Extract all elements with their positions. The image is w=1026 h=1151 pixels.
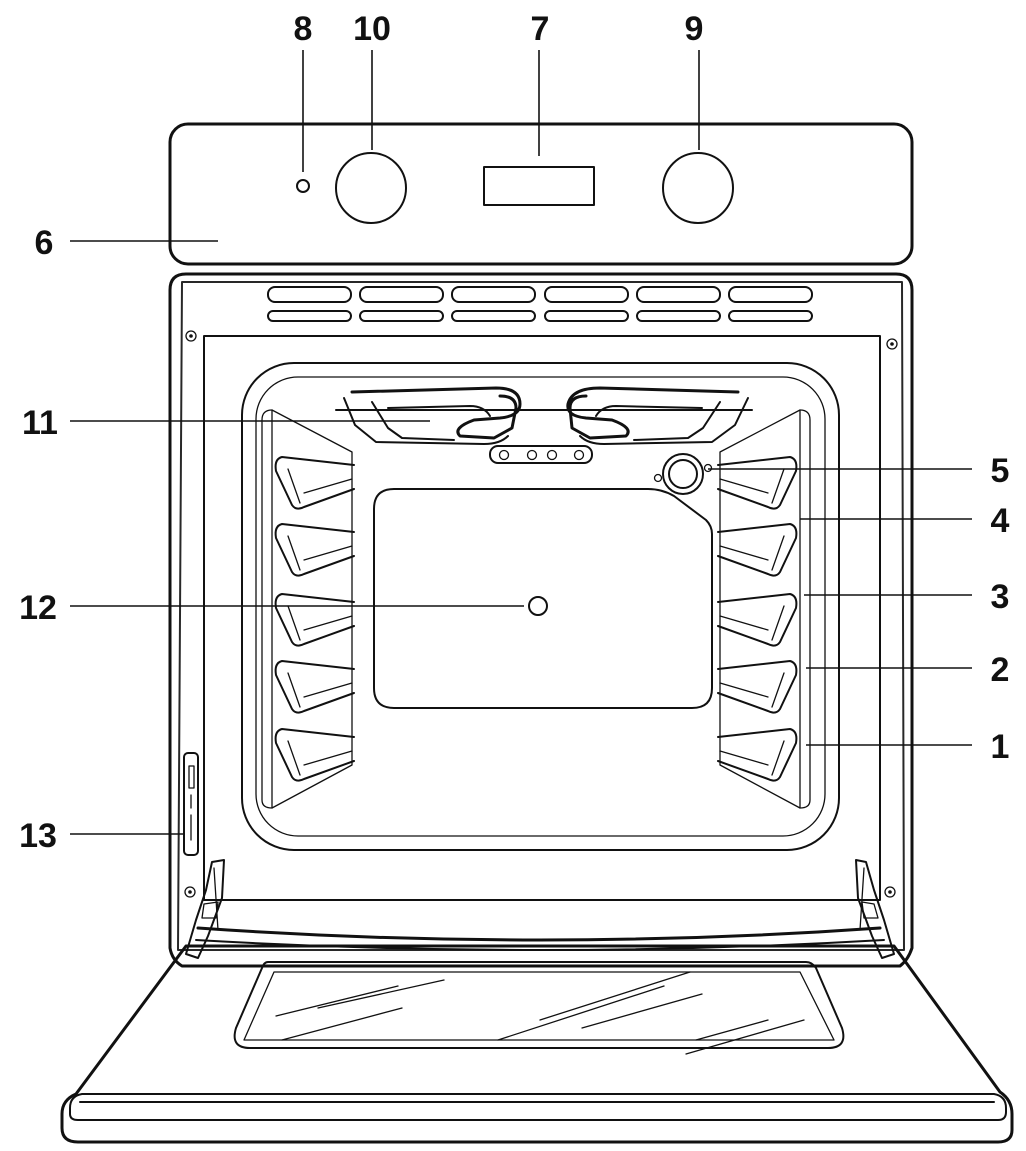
vent-slot xyxy=(728,310,813,322)
door-switch xyxy=(183,752,199,856)
shelf-guide-right xyxy=(717,660,798,714)
shelf-guide-detail xyxy=(287,740,353,776)
frame-screws xyxy=(184,330,898,898)
vent-slot xyxy=(267,310,352,322)
shelf-guide-detail xyxy=(287,535,353,571)
shelf-guide-left xyxy=(274,456,355,510)
display-window xyxy=(483,166,595,206)
vent-slot xyxy=(359,310,444,322)
control-panel xyxy=(168,122,914,266)
left-knob xyxy=(335,152,407,224)
callout-6: 6 xyxy=(35,224,54,262)
oven-lamp xyxy=(653,453,713,495)
vent-slot xyxy=(544,310,629,322)
shelf-guide-right xyxy=(717,728,798,782)
vent-slot xyxy=(636,310,721,322)
oven-body xyxy=(168,272,914,968)
fan-cover-center xyxy=(528,596,548,616)
callout-4: 4 xyxy=(991,502,1010,540)
shelf-guide-left xyxy=(274,593,355,647)
shelf-guide-detail xyxy=(287,672,353,708)
shelf-guide-right xyxy=(717,593,798,647)
right-shelf-guides xyxy=(717,456,798,782)
callout-13: 13 xyxy=(19,817,57,855)
shelf-guide-right xyxy=(717,523,798,577)
shelf-guide-left xyxy=(274,728,355,782)
shelf-guide-left xyxy=(274,523,355,577)
vent-slot xyxy=(728,286,813,303)
door-hinges xyxy=(185,859,895,959)
right-knob xyxy=(662,152,734,224)
left-shelf-guides xyxy=(274,456,355,782)
callout-7: 7 xyxy=(531,10,550,48)
callout-5: 5 xyxy=(991,452,1010,490)
shelf-guide-detail xyxy=(719,468,785,504)
shelf-guide-detail xyxy=(719,605,785,641)
vent-slot xyxy=(359,286,444,303)
vent-slot xyxy=(636,286,721,303)
shelf-guide-detail xyxy=(287,605,353,641)
callout-labels: 8 10 7 9 6 11 12 13 5 4 3 2 1 xyxy=(19,10,1009,855)
callout-1: 1 xyxy=(991,728,1010,766)
vent-slot xyxy=(451,286,536,303)
callout-10: 10 xyxy=(353,10,391,48)
indicator-light xyxy=(296,179,310,193)
shelf-guide-detail xyxy=(719,535,785,571)
oven-door xyxy=(60,926,1014,1144)
vent-slot xyxy=(451,310,536,322)
shelf-guide-right xyxy=(717,456,798,510)
back-panel xyxy=(373,488,713,709)
side-rails xyxy=(261,409,811,809)
shelf-guide-left xyxy=(274,660,355,714)
shelf-guide-detail xyxy=(287,468,353,504)
shelf-guide-detail xyxy=(719,740,785,776)
callout-12: 12 xyxy=(19,589,57,627)
top-vents xyxy=(267,286,813,322)
callout-9: 9 xyxy=(685,10,704,48)
glass-reflections xyxy=(275,971,805,1055)
callout-2: 2 xyxy=(991,651,1010,689)
vent-slot xyxy=(267,286,352,303)
grill-element xyxy=(335,386,753,464)
callout-3: 3 xyxy=(991,578,1010,616)
vent-slot xyxy=(544,286,629,303)
callout-11: 11 xyxy=(22,404,58,442)
callout-8: 8 xyxy=(294,10,313,48)
leader-lines xyxy=(70,50,972,835)
shelf-guide-detail xyxy=(719,672,785,708)
